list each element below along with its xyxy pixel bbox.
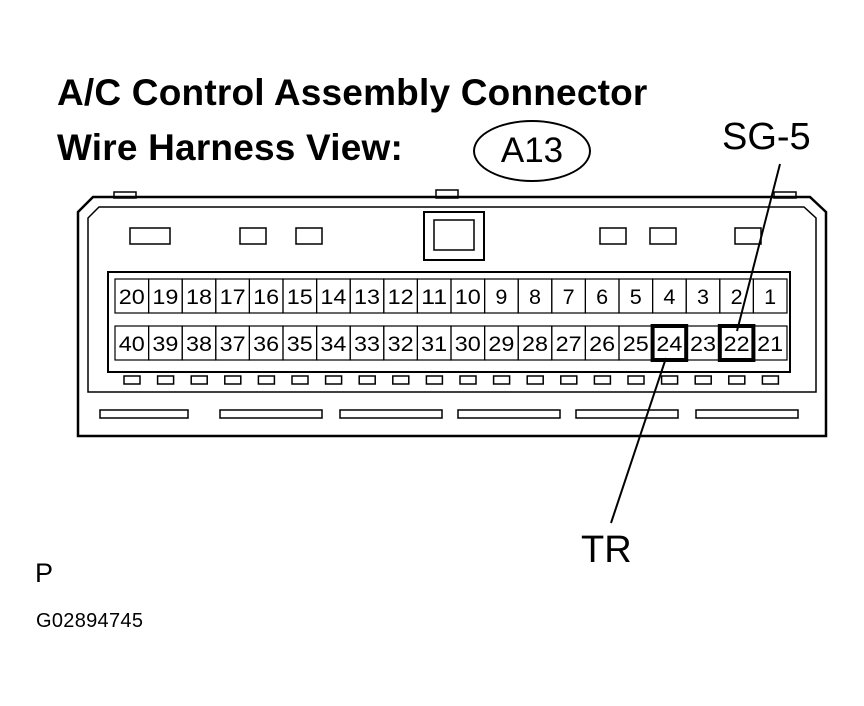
pin-number: 22 [724, 333, 750, 356]
pin-number: 28 [522, 333, 548, 356]
tr-callout-label: TR [581, 529, 632, 571]
housing-rib [695, 409, 799, 419]
pin-rib [627, 375, 645, 385]
pin-number: 8 [529, 286, 541, 309]
pin-rib [761, 375, 780, 385]
pin-number: 2 [731, 286, 743, 309]
pin-number: 26 [589, 333, 615, 356]
pin-rib [694, 375, 712, 385]
connector-id-badge: A13 [473, 120, 591, 182]
pin-number: 34 [320, 333, 346, 356]
pin-number: 7 [563, 286, 575, 309]
housing-notch [649, 227, 677, 245]
pin-number: 23 [690, 333, 716, 356]
pin-rib [526, 375, 544, 385]
pin-number: 27 [556, 333, 582, 356]
pin-rib [324, 375, 343, 385]
housing-tab [773, 191, 797, 199]
connector-latch-window [433, 219, 475, 251]
pin-rib [425, 375, 444, 385]
pin-number: 20 [119, 286, 145, 309]
pin-number: 39 [152, 333, 178, 356]
pin-number: 13 [354, 286, 380, 309]
sg5-leader-line [736, 163, 781, 332]
pin-number: 4 [663, 286, 675, 309]
pin-number: 5 [630, 286, 642, 309]
pin-number: 1 [764, 286, 776, 309]
housing-tab [435, 189, 459, 199]
pin-number: 30 [455, 333, 481, 356]
housing-notch [599, 227, 627, 245]
diagram-title-line2: Wire Harness View: [57, 127, 404, 168]
pin-rib [660, 375, 679, 385]
housing-notch [129, 227, 171, 245]
pin-number: 6 [596, 286, 608, 309]
housing-notch [734, 227, 762, 245]
pin-number: 19 [152, 286, 178, 309]
housing-rib [575, 409, 679, 419]
housing-rib [457, 409, 561, 419]
page-mark: P [35, 558, 54, 588]
pin-rib [593, 375, 612, 385]
pin-number: 25 [623, 333, 649, 356]
pin-number: 15 [287, 286, 313, 309]
pin-number: 32 [388, 333, 414, 356]
pin-rib [291, 375, 309, 385]
pin-rib [190, 375, 208, 385]
pin-cavity [752, 325, 788, 361]
pin-number: 3 [697, 286, 709, 309]
pin-number: 35 [287, 333, 313, 356]
pin-rib [492, 375, 511, 385]
pin-number: 16 [253, 286, 279, 309]
housing-tab [113, 191, 137, 199]
pin-number: 12 [388, 286, 414, 309]
pin-rib [358, 375, 376, 385]
pin-rib [257, 375, 276, 385]
pin-number: 24 [656, 333, 682, 356]
housing-notches [113, 189, 797, 245]
pin-number: 14 [320, 286, 346, 309]
housing-notch [239, 227, 267, 245]
housing-ribs [99, 375, 799, 419]
pin-number: 17 [220, 286, 246, 309]
pin-rib [560, 375, 578, 385]
pin-number: 37 [220, 333, 246, 356]
pin-number: 31 [421, 333, 447, 356]
tr-leader-line [610, 357, 667, 524]
connector-latch [423, 211, 485, 261]
pin-number: 38 [186, 333, 212, 356]
housing-inner-outline [87, 206, 817, 393]
housing-notch [295, 227, 323, 245]
pin-number: 21 [757, 333, 783, 356]
pin-cavity-frame [107, 271, 791, 373]
pin-rib [392, 375, 410, 385]
pin-rib [728, 375, 746, 385]
housing-rib [339, 409, 443, 419]
pin-rib [123, 375, 141, 385]
pin-number: 33 [354, 333, 380, 356]
pin-number: 11 [421, 286, 447, 309]
pin-number: 9 [495, 286, 507, 309]
diagram-title-line1: A/C Control Assembly Connector [57, 72, 648, 113]
connector-housing [76, 195, 828, 438]
pin-rib [459, 375, 477, 385]
pin-rib [156, 375, 175, 385]
pin-cavity [752, 278, 788, 314]
housing-rib [219, 409, 323, 419]
pin-number: 36 [253, 333, 279, 356]
pin-number: 29 [488, 333, 514, 356]
pin-rib [224, 375, 242, 385]
connector-id-label: A13 [500, 131, 564, 170]
sg5-callout-label: SG-5 [722, 116, 811, 158]
pin-number: 10 [455, 286, 481, 309]
housing-rib [99, 409, 189, 419]
pin-number: 18 [186, 286, 212, 309]
figure-code: G02894745 [36, 610, 144, 632]
pin-number: 40 [119, 333, 145, 356]
